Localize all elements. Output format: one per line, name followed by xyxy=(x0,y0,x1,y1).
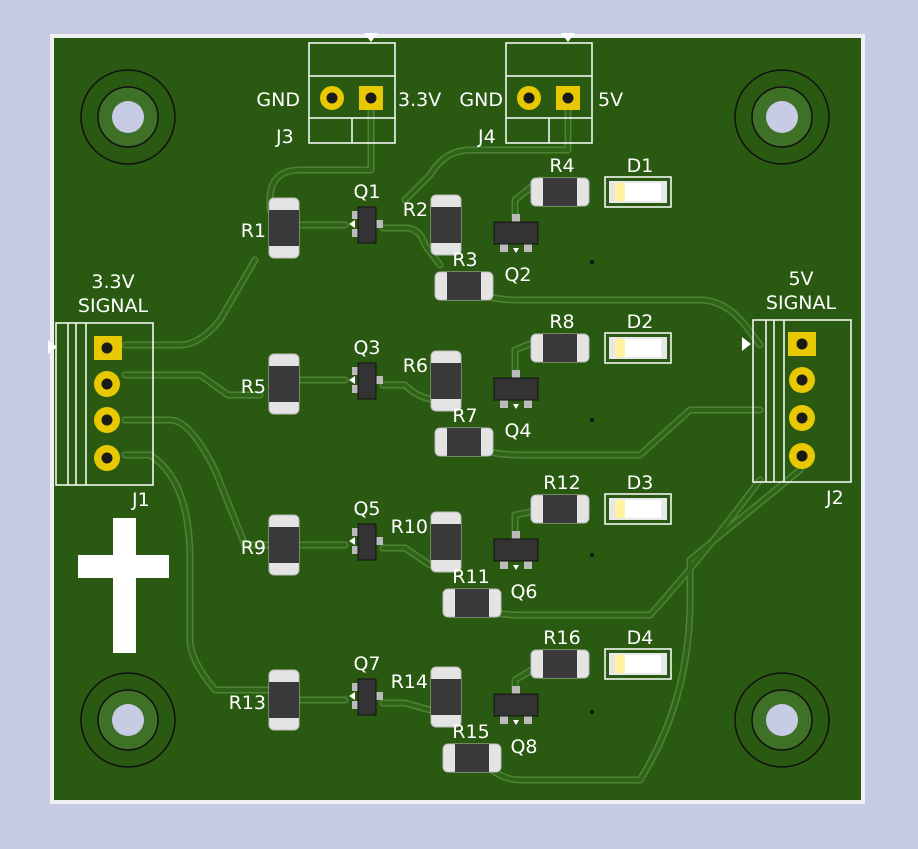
mounting-hole-icon xyxy=(80,69,176,165)
ref-label: R6 xyxy=(403,355,428,377)
ref-label: R3 xyxy=(452,249,477,271)
mounting-hole-icon xyxy=(80,672,176,768)
transistor-output: Q2 xyxy=(493,214,539,286)
ref-label: D4 xyxy=(627,627,654,649)
connector-j1: 3.3V SIGNAL J1 xyxy=(48,271,154,511)
ref-label: R4 xyxy=(549,155,574,177)
j4-gnd-label: GND xyxy=(459,89,503,111)
j1-title-line2: SIGNAL xyxy=(78,295,149,317)
ref-label: R15 xyxy=(452,721,489,743)
resistor-mid: R14 xyxy=(391,666,462,728)
j2-title-line1: 5V xyxy=(788,268,813,290)
resistor-mid: R10 xyxy=(391,511,462,573)
ref-label: R8 xyxy=(549,311,574,333)
mounting-hole-icon xyxy=(734,672,830,768)
ref-label: R13 xyxy=(229,692,266,714)
led: D4 xyxy=(604,627,672,680)
copper-traces xyxy=(121,94,804,784)
ref-label: R10 xyxy=(391,516,428,538)
transistor-output: Q6 xyxy=(493,531,539,603)
resistor-pull: R11 xyxy=(442,566,502,618)
ref-label: R1 xyxy=(241,220,266,242)
ref-label: D1 xyxy=(627,155,654,177)
j2-ref-label: J2 xyxy=(825,487,844,509)
led: D1 xyxy=(604,155,672,208)
j3-power-label: 3.3V xyxy=(398,89,441,111)
resistor-pull: R3 xyxy=(434,249,494,301)
j1-title-line1: 3.3V xyxy=(91,271,134,293)
ref-label: Q8 xyxy=(510,736,537,758)
j2-title-line2: SIGNAL xyxy=(766,292,837,314)
transistor-input: Q5 xyxy=(349,498,383,561)
ref-label: R9 xyxy=(241,537,266,559)
j4-ref-label: J4 xyxy=(477,126,496,148)
ref-label: R14 xyxy=(391,671,428,693)
led: D2 xyxy=(604,311,672,364)
resistor-pull: R7 xyxy=(434,405,494,457)
transistor-input: Q3 xyxy=(349,337,383,400)
ref-label: R5 xyxy=(241,376,266,398)
transistor-input: Q7 xyxy=(349,653,383,716)
resistor-led: R12 xyxy=(530,472,590,524)
ref-label: Q3 xyxy=(353,337,380,359)
transistor-input: Q1 xyxy=(349,181,383,244)
resistor-input: R1 xyxy=(241,197,300,259)
ref-label: Q2 xyxy=(504,264,531,286)
ref-label: R16 xyxy=(543,627,580,649)
resistor-led: R16 xyxy=(530,627,590,679)
led: D3 xyxy=(604,472,672,525)
cross-marker-icon xyxy=(78,518,169,653)
j3-ref-label: J3 xyxy=(275,126,294,148)
ref-label: R12 xyxy=(543,472,580,494)
via-dots xyxy=(590,260,594,714)
transistor-output: Q8 xyxy=(493,686,539,758)
ref-label: Q4 xyxy=(504,420,531,442)
j1-ref-label: J1 xyxy=(131,489,150,511)
ref-label: Q6 xyxy=(510,581,537,603)
transistor-output: Q4 xyxy=(493,370,539,442)
ref-label: D3 xyxy=(627,472,654,494)
resistor-led: R4 xyxy=(530,155,590,207)
ref-label: Q5 xyxy=(353,498,380,520)
resistor-input: R9 xyxy=(241,514,300,576)
resistor-input: R13 xyxy=(229,669,300,731)
ref-label: R11 xyxy=(452,566,489,588)
ref-label: Q1 xyxy=(353,181,380,203)
ref-label: R7 xyxy=(452,405,477,427)
mounting-hole-icon xyxy=(734,69,830,165)
j4-power-label: 5V xyxy=(598,89,623,111)
ref-label: Q7 xyxy=(353,653,380,675)
resistor-mid: R6 xyxy=(403,350,462,412)
connector-j3: GND 3.3V J3 xyxy=(256,33,441,148)
connector-j2: 5V SIGNAL J2 xyxy=(742,268,852,509)
ref-label: D2 xyxy=(627,311,654,333)
resistor-input: R5 xyxy=(241,353,300,415)
resistor-pull: R15 xyxy=(442,721,502,773)
resistor-mid: R2 xyxy=(403,194,462,256)
connector-j4: GND 5V J4 xyxy=(459,33,623,148)
j3-gnd-label: GND xyxy=(256,89,300,111)
resistor-led: R8 xyxy=(530,311,590,363)
ref-label: R2 xyxy=(403,199,428,221)
